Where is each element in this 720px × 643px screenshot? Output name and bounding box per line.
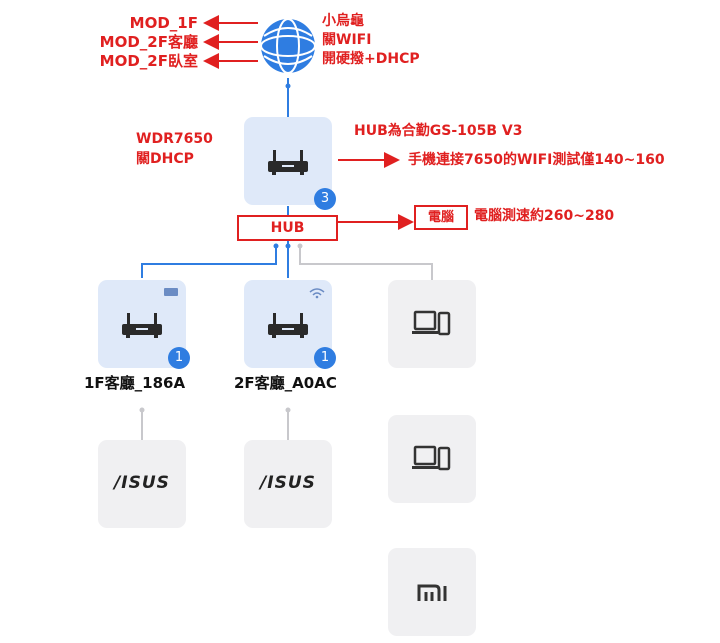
main-router-card[interactable]: 3 <box>244 117 336 210</box>
hub-model-note: HUB為合勤GS-105B V3 <box>354 123 523 139</box>
router-icon <box>268 288 325 338</box>
router-model-note: WDR7650 <box>136 131 213 147</box>
node-1f-name: 1F客廳_186A <box>84 374 186 392</box>
globe-icon[interactable] <box>258 16 318 76</box>
asus-logo: /ISUS <box>260 473 316 493</box>
wifi-test-note: 手機連接7650的WIFI測試僅140~160 <box>408 152 665 168</box>
node-card-1f[interactable]: 1 <box>98 280 190 369</box>
asus-child-card-1[interactable]: /ISUS <box>98 440 186 528</box>
device-card-3[interactable] <box>388 548 476 636</box>
laptop-phone-icon <box>412 445 451 471</box>
mod-label-1f: MOD_1F <box>129 14 198 32</box>
modem-note-dhcp: 開硬撥+DHCP <box>322 51 420 67</box>
pc-speed-note: 電腦測速約260~280 <box>474 208 615 224</box>
ethernet-icon <box>164 288 178 296</box>
node-2f-name: 2F客廳_A0AC <box>234 374 337 392</box>
router-icon <box>268 150 308 175</box>
modem-note-name: 小烏龜 <box>322 13 364 29</box>
client-count-badge: 3 <box>314 188 336 210</box>
node-card-2f[interactable]: 1 <box>244 280 336 369</box>
modem-note-wifi: 關WIFI <box>322 32 372 48</box>
laptop-phone-icon <box>412 310 451 336</box>
hub-box[interactable]: HUB <box>237 215 338 241</box>
xiaomi-logo-icon <box>417 584 447 601</box>
mod-label-2f-living: MOD_2F客廳 <box>99 33 198 51</box>
asus-logo: /ISUS <box>114 473 170 493</box>
device-card-1[interactable] <box>388 280 476 368</box>
asus-child-card-2[interactable]: /ISUS <box>244 440 332 528</box>
node-2f-badge: 1 <box>314 347 336 369</box>
pc-box: 電腦 <box>414 205 468 230</box>
router-dhcp-note: 關DHCP <box>136 151 194 167</box>
device-card-2[interactable] <box>388 415 476 503</box>
router-icon <box>122 288 178 338</box>
mod-label-2f-bedroom: MOD_2F臥室 <box>99 52 198 70</box>
wifi-icon <box>309 288 325 293</box>
node-1f-badge: 1 <box>168 347 190 369</box>
